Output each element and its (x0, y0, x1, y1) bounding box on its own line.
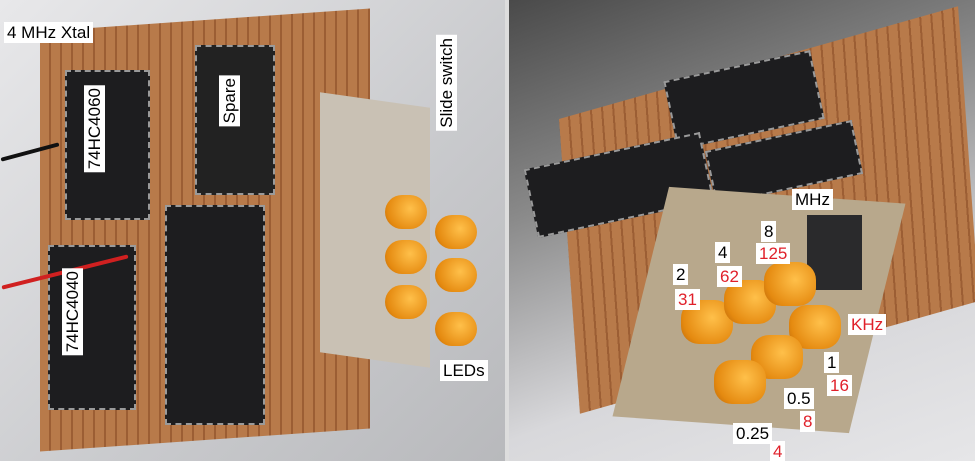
chip-74hc4060 (65, 70, 150, 220)
label-khz-value: 8 (800, 411, 816, 432)
label-mhz-value: 4 (715, 242, 731, 263)
led (385, 285, 427, 319)
label-xtal: 4 MHz Xtal (4, 22, 94, 43)
led (385, 195, 427, 229)
led (714, 360, 766, 404)
right-photo: MHz KHz 8 125 4 62 2 31 1 16 0.5 8 0.25 … (509, 0, 975, 461)
label-mhz-value: 2 (673, 264, 689, 285)
label-mhz-value: 8 (761, 221, 777, 242)
label-khz-value: 31 (675, 289, 700, 310)
chip-74hct574 (165, 205, 265, 425)
label-74hc4060: 74HC4060 (84, 85, 105, 173)
label-khz-value: 4 (770, 441, 786, 461)
label-mhz-value: 1 (824, 352, 840, 373)
label-spare: Spare (219, 75, 240, 127)
label-khz-value: 62 (717, 266, 742, 287)
led (435, 312, 477, 346)
led (764, 262, 816, 306)
left-photo: 4 MHz Xtal 74HC4060 Spare Slide switch 7… (0, 0, 505, 461)
slide-switch (807, 215, 862, 290)
label-khz-value: 125 (756, 243, 791, 264)
label-74hc4040: 74HC4040 (62, 268, 83, 356)
label-mhz: MHz (792, 189, 833, 210)
label-slide-switch: Slide switch (436, 35, 457, 131)
led (385, 240, 427, 274)
led (435, 258, 477, 292)
led-board (320, 92, 430, 368)
label-khz-value: 16 (827, 375, 852, 396)
label-mhz-value: 0.25 (733, 423, 773, 444)
led (435, 215, 477, 249)
label-leds: LEDs (440, 360, 488, 381)
label-khz: KHz (848, 314, 887, 335)
label-mhz-value: 0.5 (784, 388, 814, 409)
